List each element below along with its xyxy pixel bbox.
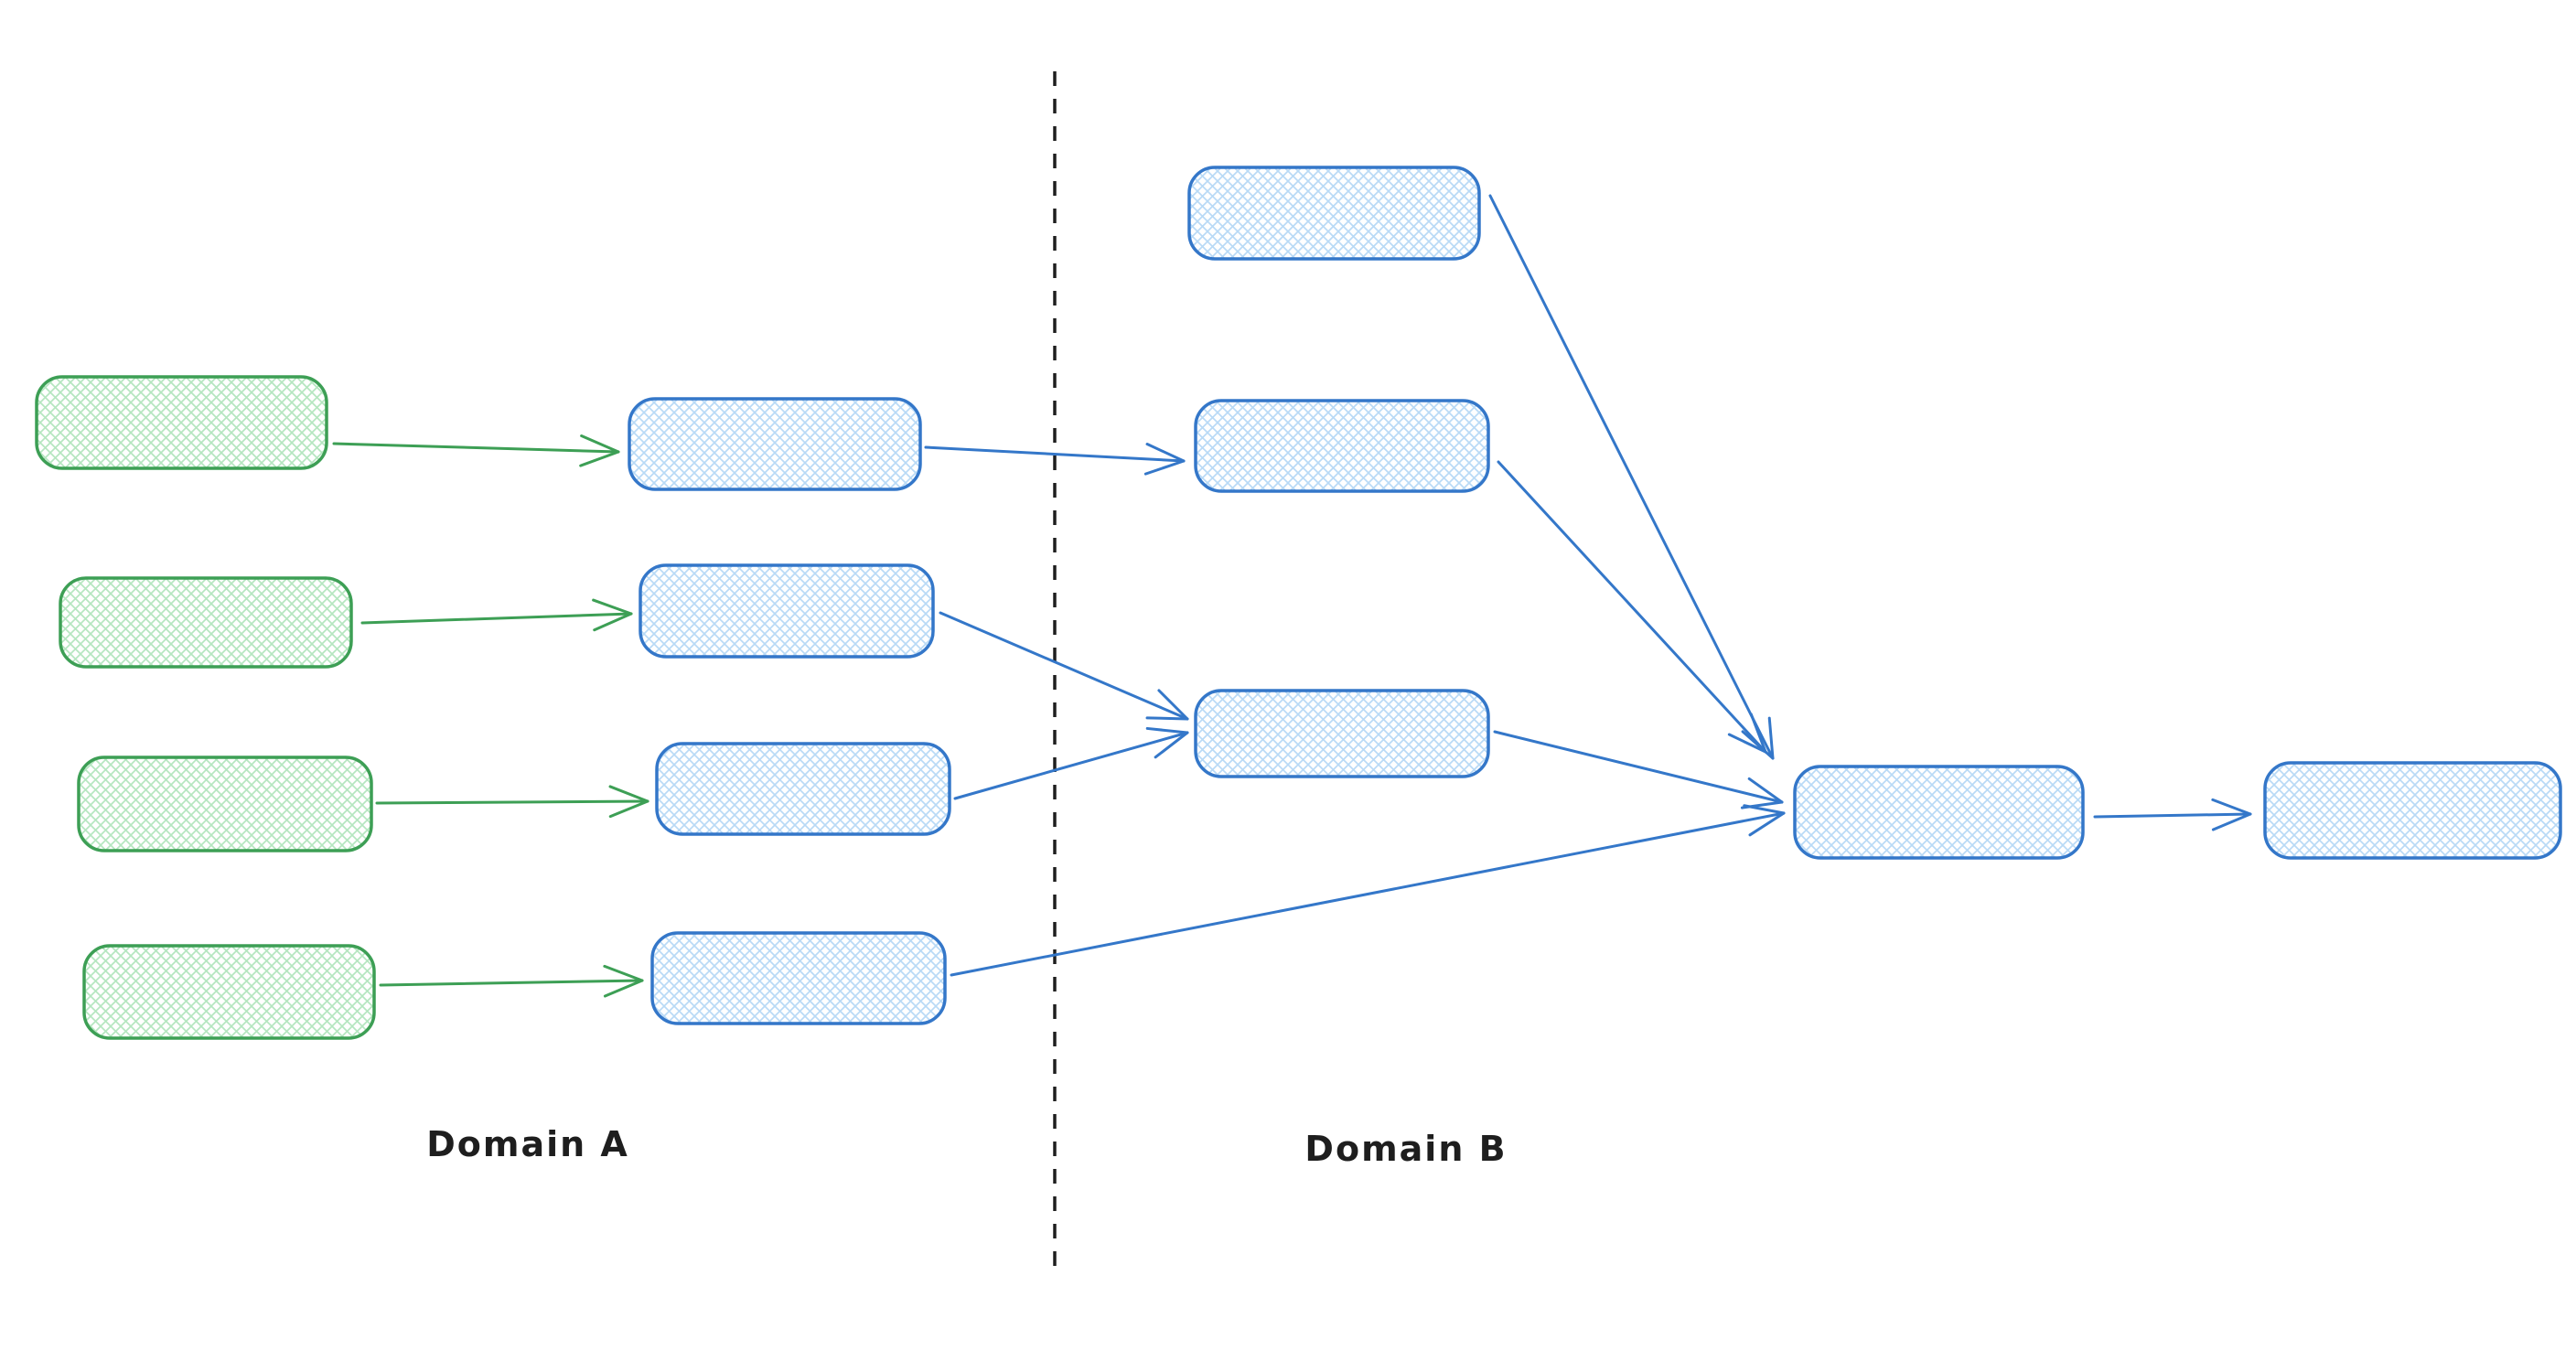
blue-box-b1[interactable] <box>1187 166 1481 261</box>
arrow-a3-to-b3[interactable] <box>953 726 1189 800</box>
blue-box-b2[interactable] <box>1194 399 1490 493</box>
arrow-a2-to-b3[interactable] <box>939 611 1189 721</box>
arrow-green-2[interactable] <box>360 598 633 632</box>
green-box-4[interactable] <box>82 944 376 1040</box>
domain-b-label[interactable]: Domain B <box>1304 1129 1508 1169</box>
arrow-a4-to-merge[interactable] <box>950 804 1786 977</box>
arrow-b2-to-merge[interactable] <box>1497 460 1767 754</box>
blue-box-b3[interactable] <box>1194 689 1490 778</box>
blue-box-a4[interactable] <box>650 931 947 1025</box>
blue-box-output[interactable] <box>2263 761 2562 860</box>
arrow-green-1[interactable] <box>332 434 620 467</box>
green-box-1[interactable] <box>35 375 328 470</box>
blue-box-a2[interactable] <box>639 563 935 659</box>
green-box-2[interactable] <box>59 576 353 669</box>
blue-box-a3[interactable] <box>655 742 951 836</box>
green-box-3[interactable] <box>77 756 373 852</box>
blue-box-merge[interactable] <box>1793 765 2085 860</box>
arrow-b1-to-merge[interactable] <box>1488 194 1775 760</box>
arrow-green-4[interactable] <box>379 964 644 998</box>
arrow-b3-to-merge[interactable] <box>1493 730 1784 809</box>
arrow-green-3[interactable] <box>375 785 649 819</box>
arrow-a1-to-b2[interactable] <box>924 443 1186 476</box>
arrow-merge-to-out[interactable] <box>2093 798 2252 831</box>
blue-box-a1[interactable] <box>628 397 922 491</box>
domain-a-label[interactable]: Domain A <box>426 1124 629 1164</box>
